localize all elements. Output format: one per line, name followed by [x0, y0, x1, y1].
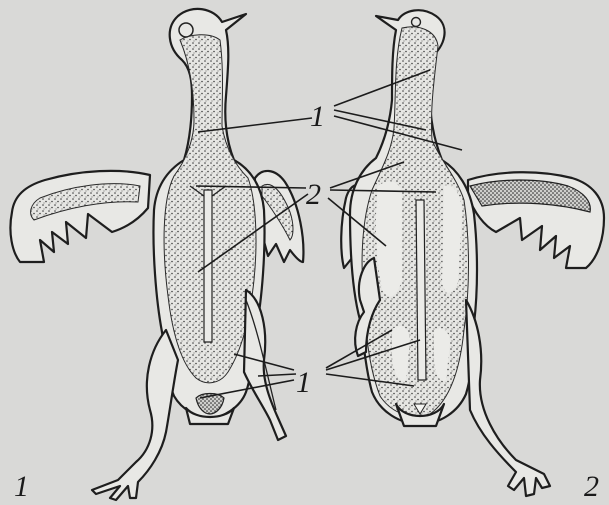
right-leg-dorsal	[466, 300, 550, 496]
bird-ventral-view	[10, 9, 303, 500]
left-leg-ventral	[92, 330, 178, 500]
label-pterylae-lower: 1	[296, 366, 311, 399]
dorsal-midline	[416, 200, 426, 380]
label-figure-1: 1	[14, 470, 29, 503]
bird-dorsal-view	[341, 10, 604, 496]
label-apteria: 2	[306, 178, 321, 211]
label-pterylae-upper: 1	[310, 100, 325, 133]
label-figure-2: 2	[584, 470, 599, 503]
